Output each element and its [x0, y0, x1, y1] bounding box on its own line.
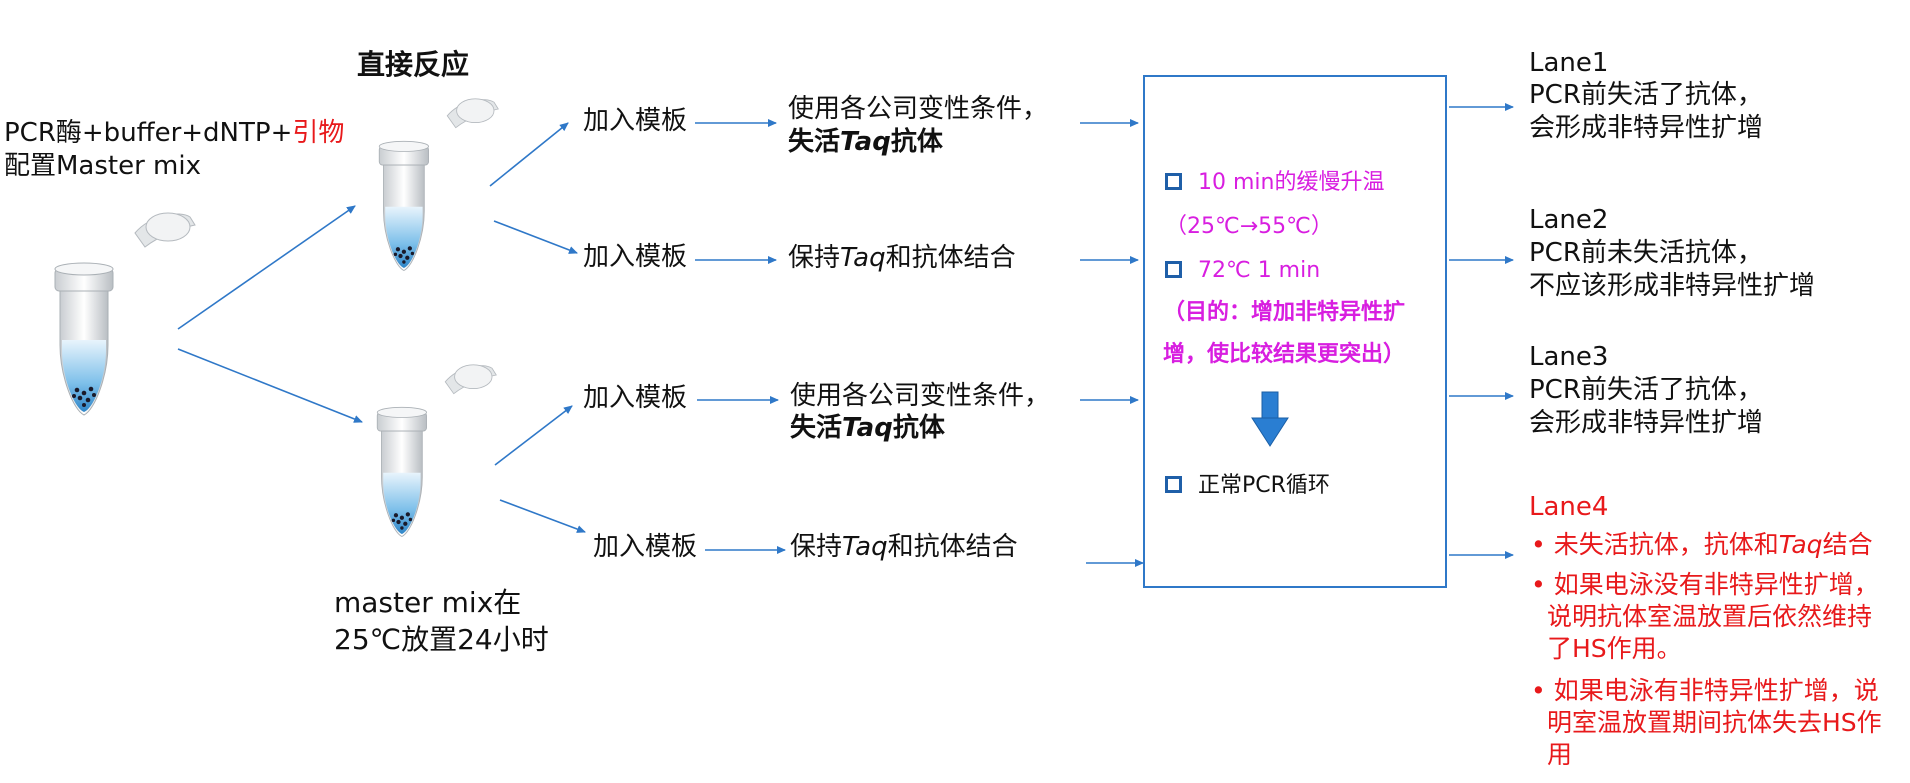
add-template-row4: 加入模板 — [593, 532, 698, 562]
arrow-bottom-branch-2 — [499, 499, 586, 533]
lane1-line1: PCR前失活了抗体， — [1529, 80, 1763, 110]
lane4-b1-suffix: 结合 — [1822, 530, 1873, 559]
bind-text: 和抗体结合 — [887, 532, 1018, 562]
arrow-top-branch-1 — [489, 122, 569, 187]
antibody-text: 抗体 — [892, 413, 945, 443]
lane4-b1-prefix: 未失活抗体，抗体和 — [1553, 530, 1779, 559]
lane1-line2: 会形成非特异性扩增 — [1529, 113, 1764, 143]
lane4-b2-line2: 说明抗体室温放置后依然维持 — [1547, 602, 1873, 631]
box-item-normal-pcr: 正常PCR循环 — [1165, 473, 1330, 499]
lane2-line2: 不应该形成非特异性扩增 — [1529, 271, 1816, 301]
bind-text: 和抗体结合 — [885, 243, 1016, 273]
down-arrow-icon — [1251, 391, 1289, 447]
box-purpose-line2: 增，使比较结果更突出） — [1163, 342, 1406, 367]
lane4-b2-line1: 如果电泳没有非特异性扩增， — [1553, 570, 1879, 599]
master-mix-line2: 配置Master mix — [4, 151, 201, 181]
incubation-caption-line2: 25℃放置24小时 — [334, 623, 549, 656]
condition-row3-line1: 使用各公司变性条件， — [790, 381, 1051, 411]
primer-label: 引物 — [292, 118, 345, 148]
lane4-title: Lane4 — [1529, 492, 1609, 522]
lane3-line1: PCR前失活了抗体， — [1529, 375, 1763, 405]
taq-text: Taq — [842, 413, 893, 443]
lane4-bullet-3: • 如果电泳有非特异性扩增，说 — [1531, 676, 1879, 705]
lane3-title: Lane3 — [1529, 342, 1609, 372]
add-template-row2: 加入模板 — [583, 242, 688, 272]
add-template-row3: 加入模板 — [583, 383, 688, 413]
lane3-line2: 会形成非特异性扩增 — [1529, 408, 1764, 438]
arrow-to-tube-top — [177, 205, 356, 330]
lane2-title: Lane2 — [1529, 205, 1609, 235]
box-purpose-line1: （目的：增加非特异性扩 — [1163, 300, 1406, 325]
lane4-b3-line2: 明室温放置期间抗体失去HS作 — [1547, 708, 1882, 737]
tube-icon-master — [54, 212, 196, 416]
checkbox-icon — [1165, 172, 1182, 190]
add-template-row1: 加入模板 — [583, 106, 688, 136]
checkbox-icon — [1165, 260, 1182, 278]
lane4-b1-taq: Taq — [1778, 530, 1823, 559]
inactivate-text: 失活 — [790, 413, 843, 443]
lane1-title: Lane1 — [1529, 48, 1609, 78]
condition-row1-line1: 使用各公司变性条件， — [788, 94, 1049, 124]
incubation-caption-line1: master mix在 — [334, 586, 522, 619]
taq-text: Taq — [842, 532, 888, 562]
lane2-line1: PCR前未失活抗体， — [1529, 238, 1763, 268]
tube-icon-incubated — [376, 364, 497, 537]
lane4-bullet-1: • 未失活抗体，抗体和Taq结合 — [1531, 530, 1873, 559]
master-mix-line1: PCR酶+buffer+dNTP+引物 — [4, 118, 344, 149]
inactivate-text: 失活 — [788, 127, 841, 157]
condition-row2: 保持Taq和抗体结合 — [788, 243, 1016, 274]
lane4-bullet-2: • 如果电泳没有非特异性扩增， — [1531, 570, 1879, 599]
normal-pcr-text: 正常PCR循环 — [1198, 473, 1330, 498]
lane4-b3-line3: 用 — [1547, 740, 1573, 769]
keep-text: 保持 — [788, 243, 841, 273]
taq-text: Taq — [840, 243, 886, 273]
tube-icon-direct — [378, 98, 499, 271]
checkbox-icon — [1165, 475, 1182, 493]
arrow-top-branch-2 — [493, 220, 578, 254]
arrow-to-tube-bottom — [177, 348, 363, 423]
antibody-text: 抗体 — [890, 127, 943, 157]
box-item-72c: 72℃ 1 min — [1165, 258, 1320, 284]
condition-row1-line2: 失活Taq抗体 — [788, 127, 943, 158]
box-item-slow-ramp: 10 min的缓慢升温 — [1165, 170, 1384, 196]
condition-row3-line2: 失活Taq抗体 — [790, 413, 945, 444]
lane4-b3-line1: 如果电泳有非特异性扩增，说 — [1553, 676, 1879, 705]
reagent-list: PCR酶+buffer+dNTP+ — [4, 118, 293, 148]
direct-reaction-title: 直接反应 — [357, 48, 470, 81]
arrow-bottom-branch-1 — [494, 405, 573, 466]
taq-text: Taq — [840, 127, 891, 157]
box-item-slow-ramp-sub: （25℃→55℃） — [1165, 214, 1333, 239]
keep-text: 保持 — [790, 532, 843, 562]
condition-row4: 保持Taq和抗体结合 — [790, 532, 1018, 563]
pcr-program-box — [1143, 75, 1447, 588]
slow-ramp-text: 10 min的缓慢升温 — [1198, 170, 1385, 195]
lane4-b2-line3: 了HS作用。 — [1547, 634, 1682, 663]
72c-text: 72℃ 1 min — [1198, 258, 1321, 283]
